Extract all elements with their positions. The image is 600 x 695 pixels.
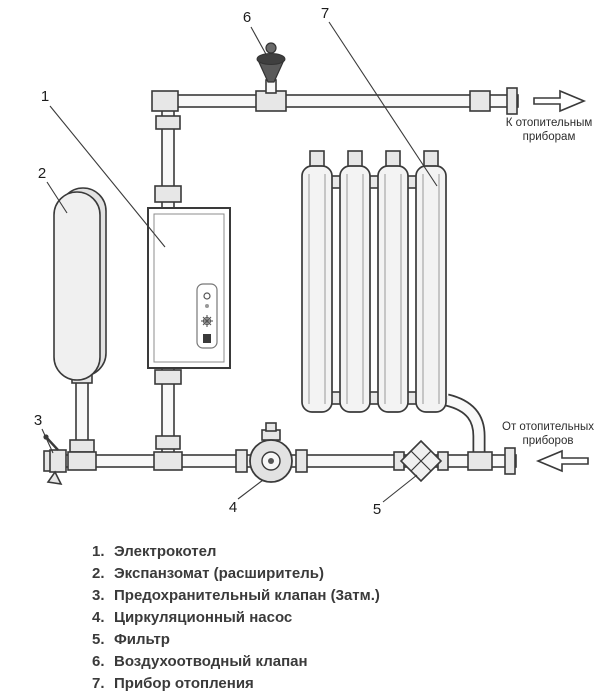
safety-valve-lever: [45, 436, 59, 451]
legend-item-number: 2.: [92, 564, 105, 582]
radiator-section-2: [339, 165, 371, 413]
filter-mark-2: [410, 450, 432, 472]
legend-item-number: 3.: [92, 586, 105, 604]
air-vent-top: [256, 53, 286, 65]
supply-tee-fitting: [151, 90, 179, 112]
radiator-section-1: [301, 165, 333, 413]
air-vent-float: [265, 42, 277, 54]
legend-item-text: Воздухоотводный клапан: [114, 652, 308, 670]
radiator-section-4: [415, 165, 447, 413]
callout-2: 2: [38, 165, 46, 182]
legend-item-number: 4.: [92, 608, 105, 626]
legend-item-number: 1.: [92, 542, 105, 560]
return-tee-boiler: [153, 451, 183, 471]
return-end-flange: [504, 447, 516, 475]
radiator-section-3: [377, 165, 409, 413]
boiler-inlet-fitting: [154, 185, 182, 203]
pump-center: [268, 458, 274, 464]
supply-pipe: [154, 94, 519, 209]
air-vent-base-fitting: [255, 90, 287, 112]
filter: [399, 439, 443, 483]
boiler-indicator-1: [203, 292, 211, 300]
callouts: 1 2 3 4 5 6 7: [34, 5, 438, 518]
legend-item: 2. Экспанзомат (расширитель): [92, 562, 380, 584]
legend-item-number: 7.: [92, 674, 105, 692]
return-tee-tank: [67, 451, 97, 471]
boiler-indicator-2: [205, 304, 209, 308]
callout-1: 1: [41, 88, 49, 105]
boiler-mode-icon: [201, 315, 213, 327]
supply-end-flange: [506, 87, 518, 115]
leader-line-1: [49, 105, 166, 248]
safety-valve-spout: [46, 470, 63, 486]
riser-coupling: [155, 115, 181, 130]
flow-arrow-out: [533, 89, 587, 113]
expansion-tank: [53, 187, 107, 381]
legend-item-text: Экспанзомат (расширитель): [114, 564, 324, 582]
callout-5: 5: [373, 501, 381, 518]
heating-scheme-diagram: К отопительным приборам От отопительных …: [34, 5, 594, 518]
callout-4: 4: [229, 499, 237, 516]
legend-item: 1. Электрокотел: [92, 540, 380, 562]
flow-arrow-in: [535, 449, 589, 473]
legend: 1. Электрокотел 2. Экспанзомат (расширит…: [92, 540, 380, 694]
legend-item-number: 5.: [92, 630, 105, 648]
legend-item-text: Фильтр: [114, 630, 170, 648]
callout-3: 3: [34, 412, 42, 429]
air-vent-valve: [256, 42, 286, 94]
legend-item-text: Циркуляционный насос: [114, 608, 293, 626]
legend-item: 7. Прибор отопления: [92, 672, 380, 694]
return-tee-radiator: [467, 451, 493, 471]
tank-pipe-coupling: [69, 439, 95, 453]
leader-line-2: [46, 181, 68, 214]
supply-pipe-horizontal: [154, 94, 519, 108]
legend-item: 6. Воздухоотводный клапан: [92, 650, 380, 672]
callout-7: 7: [321, 5, 329, 22]
legend-item: 4. Циркуляционный насос: [92, 606, 380, 628]
callout-6: 6: [243, 9, 251, 26]
legend-item-text: Предохранительный клапан (3атм.): [114, 586, 380, 604]
leader-line-3: [41, 428, 54, 454]
flow-label-out-line1: К отопительным: [506, 117, 593, 129]
flow-out: К отопительным приборам: [506, 89, 593, 143]
legend-item: 5. Фильтр: [92, 628, 380, 650]
circulation-pump: [235, 422, 308, 483]
flow-label-in-line1: От отопительных: [502, 421, 594, 433]
legend-item-text: Прибор отопления: [114, 674, 254, 692]
leader-line-7: [328, 21, 438, 187]
safety-valve: [43, 434, 67, 486]
leader-line-4: [237, 479, 264, 500]
return-riser-coupling: [155, 435, 181, 450]
leader-line-6: [250, 26, 268, 57]
radiator-return-bend: [445, 395, 484, 457]
flow-label-out-line2: приборам: [523, 131, 576, 143]
leader-line-5: [382, 474, 418, 503]
supply-union-fitting: [469, 90, 491, 112]
legend-item: 3. Предохранительный клапан (3атм.): [92, 584, 380, 606]
pump-flange-right: [295, 449, 308, 473]
boiler-switch: [203, 334, 211, 343]
radiator: [301, 150, 447, 413]
boiler-inner-panel: [153, 213, 225, 363]
flow-in: От отопительных приборов: [502, 421, 594, 473]
legend-item-number: 6.: [92, 652, 105, 670]
flow-label-in-line2: приборов: [523, 435, 574, 447]
electric-boiler: [147, 207, 231, 369]
pump-motor-bolt: [265, 422, 277, 432]
safety-valve-body: [49, 449, 67, 473]
pump-flange-left: [235, 449, 248, 473]
legend-item-text: Электрокотел: [114, 542, 217, 560]
expansion-tank-body: [53, 191, 101, 381]
boiler-outlet-fitting: [154, 369, 182, 385]
boiler-body: [147, 207, 231, 369]
